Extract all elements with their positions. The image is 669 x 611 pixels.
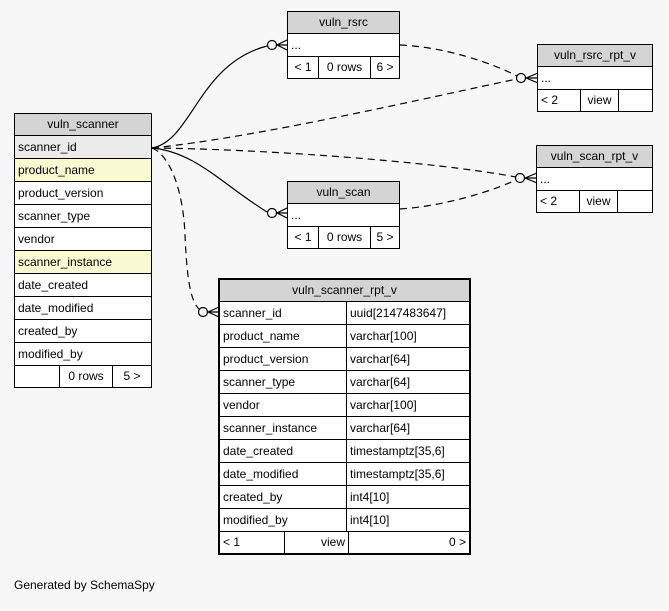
collapsed-columns-row: ... — [538, 67, 652, 90]
column-name: scanner_type — [223, 375, 296, 389]
column-row-created-by: created_by int4[10] — [220, 486, 469, 509]
footer-spacer-cell — [618, 191, 652, 212]
column-name: product_name — [223, 329, 300, 343]
collapsed-columns-row: ... — [288, 204, 399, 227]
view-badge-cell: view — [285, 532, 349, 553]
related-next-cell: 5 > — [123, 369, 141, 383]
column-row-modified-by: modified_by int4[10] — [220, 509, 469, 532]
column-row-scanner-instance: scanner_instance varchar[64] — [220, 417, 469, 440]
related-prev-cell: < 1 — [288, 57, 319, 78]
row-count-cell: 0 rows — [60, 366, 113, 387]
view-badge-cell: view — [581, 90, 619, 111]
related-next-cell: 6 > — [376, 60, 394, 74]
column-row-product-version: product_version — [15, 182, 151, 205]
table-footer: < 2 view — [537, 191, 652, 212]
column-row-product-name: product_name — [15, 159, 151, 182]
table-vuln-scan-rpt-v: vuln_scan_rpt_v ... < 2 view — [536, 145, 653, 213]
column-row-modified-by: modified_by — [15, 343, 151, 366]
table-vuln-rsrc: vuln_rsrc ... < 1 0 rows 6 > — [287, 11, 400, 79]
table-vuln-scanner: vuln_scanner scanner_id product_name pro… — [14, 113, 152, 388]
related-prev-cell: < 1 — [220, 532, 285, 553]
column-name: product_version — [223, 352, 309, 366]
table-vuln-rsrc-rpt-v: vuln_rsrc_rpt_v ... < 2 view — [537, 44, 653, 112]
column-row-date-created: date_created timestamptz[35,6] — [220, 440, 469, 463]
column-type: varchar[64] — [346, 371, 469, 393]
column-type: varchar[64] — [346, 348, 469, 370]
schemaspy-credit: Generated by SchemaSpy — [14, 578, 155, 592]
column-name: created_by — [223, 490, 283, 504]
column-row-created-by: created_by — [15, 320, 151, 343]
column-row-date-modified: date_modified — [15, 297, 151, 320]
column-type: timestamptz[35,6] — [346, 440, 469, 462]
table-vuln-scan: vuln_scan ... < 1 0 rows 5 > — [287, 181, 400, 249]
column-row-vendor: vendor — [15, 228, 151, 251]
column-type: timestamptz[35,6] — [346, 463, 469, 485]
view-badge-cell: view — [580, 191, 618, 212]
table-title-vuln-scanner-rpt-v[interactable]: vuln_scanner_rpt_v — [220, 280, 469, 302]
collapsed-columns-row: ... — [288, 34, 399, 57]
column-name: modified_by — [223, 513, 288, 527]
column-row-scanner-instance: scanner_instance — [15, 251, 151, 274]
table-footer: < 1 0 rows 6 > — [288, 57, 399, 78]
column-type: varchar[100] — [346, 325, 469, 347]
column-row-scanner-type: scanner_type — [15, 205, 151, 228]
column-type: int4[10] — [346, 509, 469, 531]
column-row-product-version: product_version varchar[64] — [220, 348, 469, 371]
table-footer: 0 rows 5 > — [15, 366, 151, 387]
column-type: varchar[100] — [346, 394, 469, 416]
column-row-vendor: vendor varchar[100] — [220, 394, 469, 417]
column-name: date_created — [223, 444, 294, 458]
column-type: varchar[64] — [346, 417, 469, 439]
related-next-cell: 5 > — [376, 230, 394, 244]
row-count-cell: 0 > — [448, 535, 466, 549]
related-prev-cell: < 1 — [288, 227, 319, 248]
row-count-cell: 0 rows — [319, 227, 371, 248]
related-prev-cell: < 2 — [537, 191, 580, 212]
column-name: date_modified — [223, 467, 299, 481]
table-title-vuln-scan[interactable]: vuln_scan — [288, 182, 399, 204]
column-row-product-name: product_name varchar[100] — [220, 325, 469, 348]
table-footer: < 2 view — [538, 90, 652, 111]
table-title-vuln-scanner[interactable]: vuln_scanner — [15, 114, 151, 136]
table-vuln-scanner-rpt-v: vuln_scanner_rpt_v scanner_id uuid[21474… — [218, 278, 471, 555]
column-type: uuid[2147483647] — [346, 302, 469, 324]
column-type: int4[10] — [346, 486, 469, 508]
column-name: vendor — [223, 398, 260, 412]
table-title-vuln-rsrc-rpt-v[interactable]: vuln_rsrc_rpt_v — [538, 45, 652, 67]
table-footer: < 1 0 rows 5 > — [288, 227, 399, 248]
column-name: scanner_id — [223, 306, 282, 320]
column-row-scanner-type: scanner_type varchar[64] — [220, 371, 469, 394]
column-row-scanner-id: scanner_id uuid[2147483647] — [220, 302, 469, 325]
table-title-vuln-scan-rpt-v[interactable]: vuln_scan_rpt_v — [537, 146, 652, 168]
row-count-cell: 0 rows — [319, 57, 371, 78]
related-prev-cell: < 2 — [538, 90, 581, 111]
footer-spacer-cell — [15, 366, 60, 387]
footer-spacer-cell — [619, 90, 652, 111]
table-title-vuln-rsrc[interactable]: vuln_rsrc — [288, 12, 399, 34]
column-row-date-modified: date_modified timestamptz[35,6] — [220, 463, 469, 486]
column-row-scanner-id: scanner_id — [15, 136, 151, 159]
table-footer: < 1 view 0 > — [220, 532, 469, 553]
column-row-date-created: date_created — [15, 274, 151, 297]
collapsed-columns-row: ... — [537, 168, 652, 191]
column-name: scanner_instance — [223, 421, 318, 435]
